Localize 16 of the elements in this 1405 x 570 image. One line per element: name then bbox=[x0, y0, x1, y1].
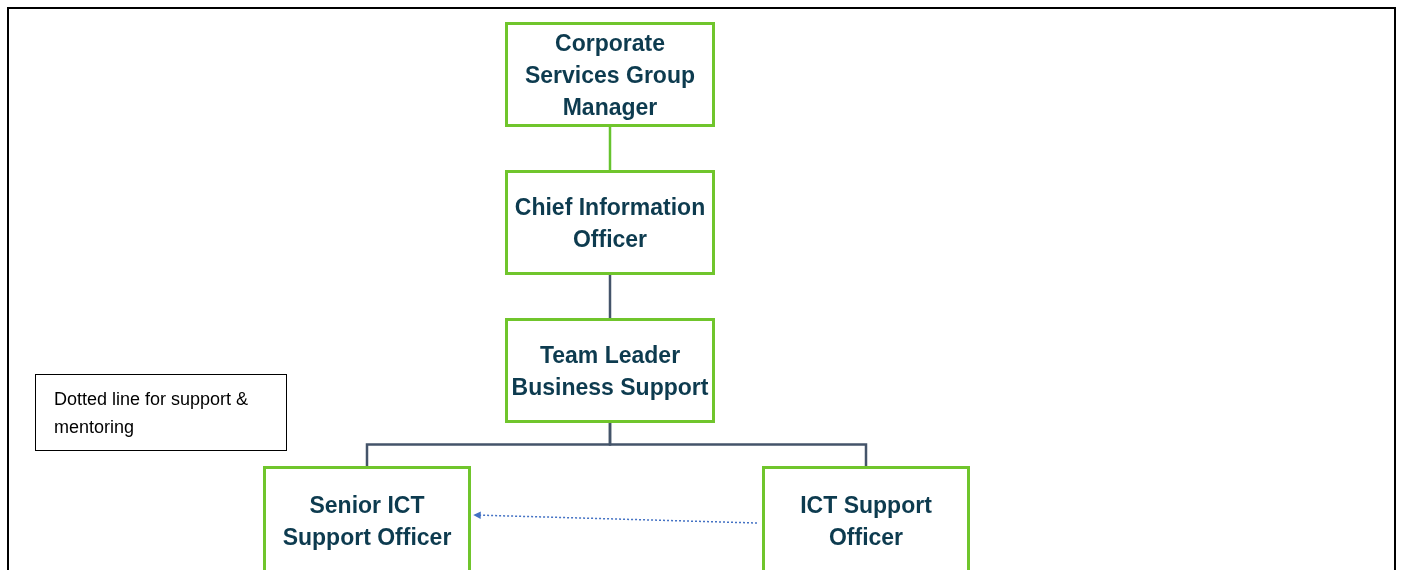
role-box bbox=[505, 22, 715, 127]
role-box bbox=[263, 466, 471, 570]
connector-line bbox=[608, 275, 612, 318]
connector-line bbox=[608, 127, 612, 170]
role-box bbox=[505, 318, 715, 423]
role-box bbox=[762, 466, 970, 570]
role-title: Team Leader Business Support bbox=[510, 340, 710, 402]
note-box bbox=[35, 374, 287, 451]
role-title: Chief Information Officer bbox=[513, 192, 707, 254]
role-box bbox=[505, 170, 715, 275]
role-title: ICT Support Officer bbox=[799, 491, 933, 552]
role-title: Corporate Services Group Manager bbox=[524, 28, 696, 122]
role-title: Senior ICT Support Officer bbox=[281, 491, 453, 552]
dotted-arrow bbox=[473, 511, 758, 524]
connector-line bbox=[608, 423, 868, 466]
note-text: Dotted line for support & mentoring bbox=[54, 387, 250, 439]
